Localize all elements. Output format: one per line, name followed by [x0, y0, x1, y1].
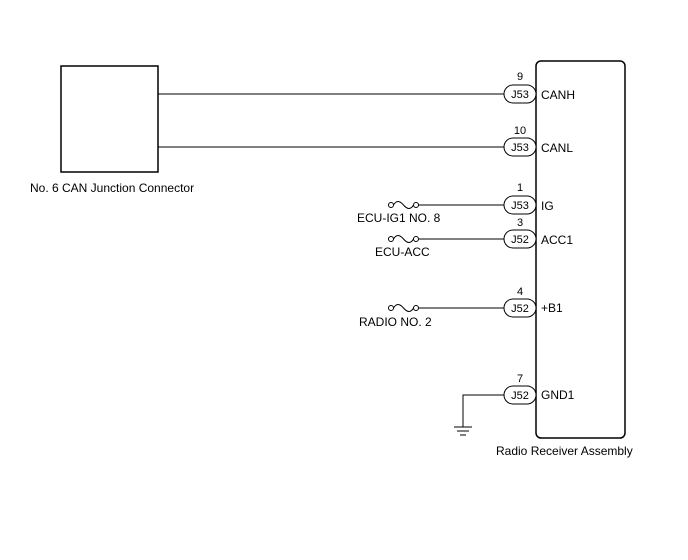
- pin-10-number: 10: [514, 125, 526, 137]
- pin-7-signal: GND1: [541, 388, 575, 402]
- fuse-ecu-ig1-no8-label: ECU-IG1 NO. 8: [357, 211, 441, 225]
- ground-icon: [454, 426, 472, 436]
- pin-7-number: 7: [517, 373, 523, 385]
- pin-3-connector-code: J52: [511, 234, 529, 246]
- pin-1-signal: IG: [541, 199, 554, 213]
- pin-7-connector-badge: [503, 385, 537, 405]
- pin-7-connector-code: J52: [511, 390, 529, 402]
- junction-connector-box: [60, 65, 159, 173]
- gnd1-wire: [462, 394, 506, 427]
- pin-4-connector-badge: [503, 298, 537, 318]
- fuse-ecu-acc-icon: [388, 235, 419, 243]
- pin-3-signal: ACC1: [541, 233, 573, 247]
- pin-1-connector-code: J53: [511, 200, 529, 212]
- fuse-radio-no2-label: RADIO NO. 2: [359, 315, 432, 329]
- pin-10-signal: CANL: [541, 141, 573, 155]
- pin-3-number: 3: [517, 217, 523, 229]
- pin-4-signal: +B1: [541, 301, 563, 315]
- pin-9-number: 9: [517, 71, 523, 83]
- fuse-ecu-ig1-no8-icon: [388, 201, 419, 209]
- radio-receiver-box: [535, 60, 626, 439]
- pin-4-number: 4: [517, 286, 523, 298]
- radio-receiver-label: Radio Receiver Assembly: [496, 444, 633, 458]
- junction-connector-label: No. 6 CAN Junction Connector: [30, 181, 194, 195]
- pin-10-connector-badge: [503, 137, 537, 157]
- fuse-radio-no2-icon: [388, 304, 419, 312]
- pin-1-number: 1: [517, 182, 523, 194]
- pin-4-connector-code: J52: [511, 303, 529, 315]
- pin-9-connector-badge: [503, 84, 537, 104]
- pin-10-connector-code: J53: [511, 142, 529, 154]
- pin-9-signal: CANH: [541, 88, 575, 102]
- fuse-ecu-acc-label: ECU-ACC: [375, 245, 430, 259]
- pin-3-connector-badge: [503, 229, 537, 249]
- pin-1-connector-badge: [503, 195, 537, 215]
- pin-9-connector-code: J53: [511, 89, 529, 101]
